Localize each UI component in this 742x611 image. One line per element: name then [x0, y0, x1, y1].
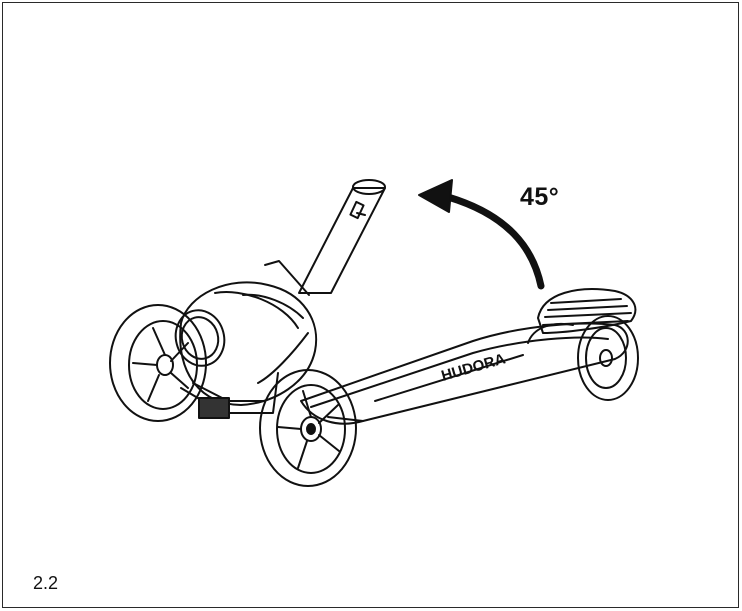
brand-text: HUDORA: [439, 350, 507, 385]
front-left-wheel: [109, 304, 207, 422]
angle-label: 45°: [520, 183, 560, 211]
rotation-arrow-icon: [418, 179, 545, 290]
rear-brake: [527, 288, 637, 344]
scooter-deck: HUDORA: [300, 322, 629, 425]
steering-column: [264, 179, 386, 296]
scooter-head: [174, 281, 318, 406]
rear-wheel: [577, 315, 639, 401]
step-number: 2.2: [33, 573, 59, 593]
front-axle-housing: [180, 372, 279, 419]
scooter-illustration: HUDORA: [109, 179, 639, 487]
front-right-wheel: [259, 369, 357, 487]
